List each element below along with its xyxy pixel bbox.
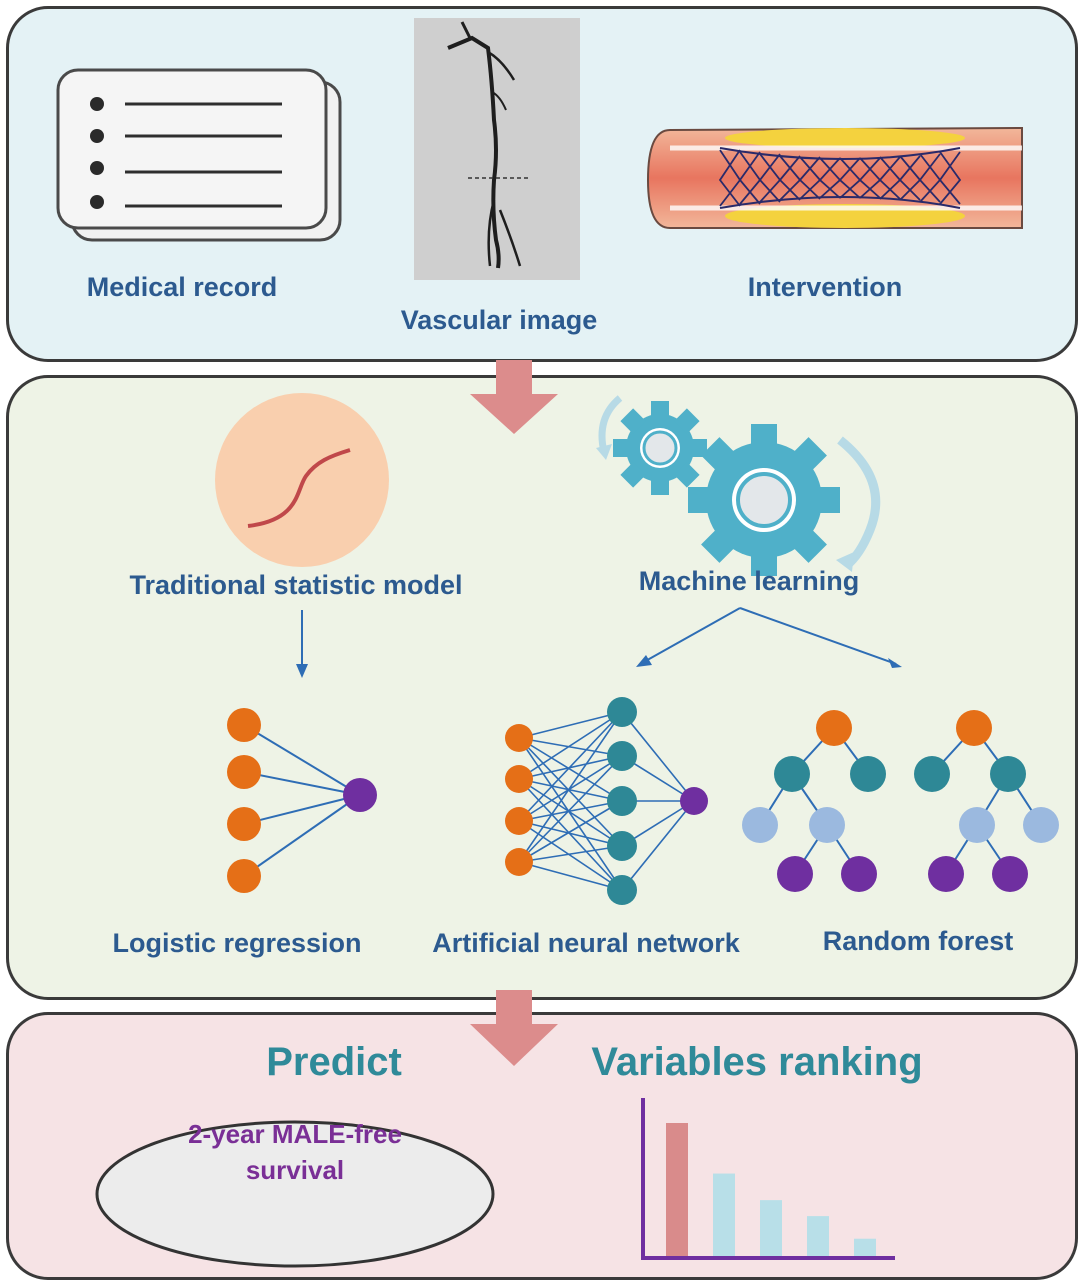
ranking-bar-5 xyxy=(854,1238,876,1256)
variable-ranking-chart xyxy=(641,1098,895,1260)
ranking-bar-3 xyxy=(760,1200,782,1256)
predict-heading: Predict xyxy=(266,1040,402,1084)
variables-ranking-heading: Variables ranking xyxy=(591,1040,923,1084)
sigmoid-curve-icon xyxy=(215,393,389,567)
stented-vessel-icon xyxy=(646,126,1023,229)
logistic-regression-label: Logistic regression xyxy=(112,928,362,958)
models-panel xyxy=(6,375,1078,1000)
vascular-image-icon xyxy=(414,18,580,280)
traditional-model-label: Traditional statistic model xyxy=(129,570,463,600)
ranking-bar-2 xyxy=(713,1173,735,1256)
logistic-regression-graph xyxy=(227,708,377,893)
ranking-bar-1 xyxy=(666,1123,688,1256)
medical-record-label: Medical record xyxy=(86,272,278,302)
model-flow-arrows xyxy=(296,607,902,678)
ranking-bar-4 xyxy=(807,1216,829,1256)
gears-icon xyxy=(596,395,881,576)
machine-learning-label: Machine learning xyxy=(638,566,860,596)
ann-label: Artificial neural network xyxy=(432,928,740,958)
vascular-image-label: Vascular image xyxy=(400,305,598,335)
down-arrow-1 xyxy=(470,360,558,434)
neural-network-graph xyxy=(505,697,708,905)
random-forest-graph xyxy=(742,710,1059,892)
outcome-label: 2-year MALE-free survival xyxy=(188,1119,402,1185)
medical-record-icon xyxy=(56,68,342,242)
outcome-ellipse xyxy=(95,1120,495,1268)
intervention-label: Intervention xyxy=(747,272,903,302)
random-forest-label: Random forest xyxy=(822,926,1014,956)
down-arrow-2 xyxy=(470,990,558,1066)
